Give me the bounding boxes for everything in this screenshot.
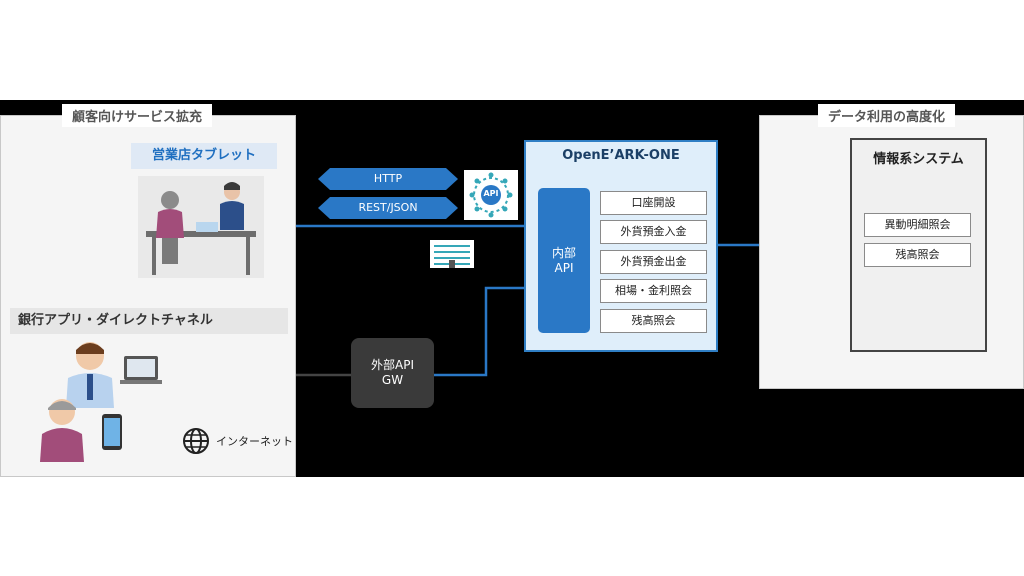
http-label: HTTP: [373, 172, 403, 185]
internal-api-line2: API: [554, 261, 574, 275]
branch-tablet-label: 営業店タブレット: [131, 143, 277, 169]
api-badge-label-left: API: [483, 189, 499, 198]
customer-services-title: 顧客向けサービス拡充: [62, 104, 213, 127]
api-network-icon: [464, 170, 518, 220]
core-title: OpenE’ARK-ONE: [562, 148, 680, 163]
info-item-transaction-detail: 異動明細照会: [864, 213, 971, 237]
op-account-opening: 口座開設: [600, 191, 707, 215]
branch-counter-illustration: [138, 176, 264, 278]
banking-app-label: 銀行アプリ・ダイレクトチャネル: [10, 308, 288, 334]
gateway-line1: 外部API: [371, 358, 414, 372]
internal-api-block: 内部 API: [538, 188, 590, 333]
op-rate-inquiry: 相場・金利照会: [600, 279, 707, 303]
data-utilization-title: データ利用の高度化: [818, 104, 956, 127]
op-fx-deposit: 外貨預金入金: [600, 220, 707, 244]
op-fx-withdrawal: 外貨預金出金: [600, 250, 707, 274]
document-icon: [430, 240, 474, 268]
http-arrow: [318, 168, 458, 190]
gateway-to-core-line: [434, 286, 540, 377]
external-api-gateway: 外部API GW: [351, 338, 434, 408]
info-system-title: 情報系システム: [873, 152, 964, 167]
op-balance-inquiry: 残高照会: [600, 309, 707, 333]
globe-icon: [183, 428, 209, 454]
customer-services-panel: [0, 115, 296, 477]
rest-json-arrow: [318, 197, 458, 219]
info-item-balance: 残高照会: [864, 243, 971, 267]
gateway-line2: GW: [381, 373, 404, 387]
internal-api-line1: 内部: [551, 246, 576, 260]
app-users-illustration: [40, 342, 162, 462]
internet-label: インターネット: [216, 435, 293, 448]
rest-json-label: REST/JSON: [358, 201, 418, 214]
